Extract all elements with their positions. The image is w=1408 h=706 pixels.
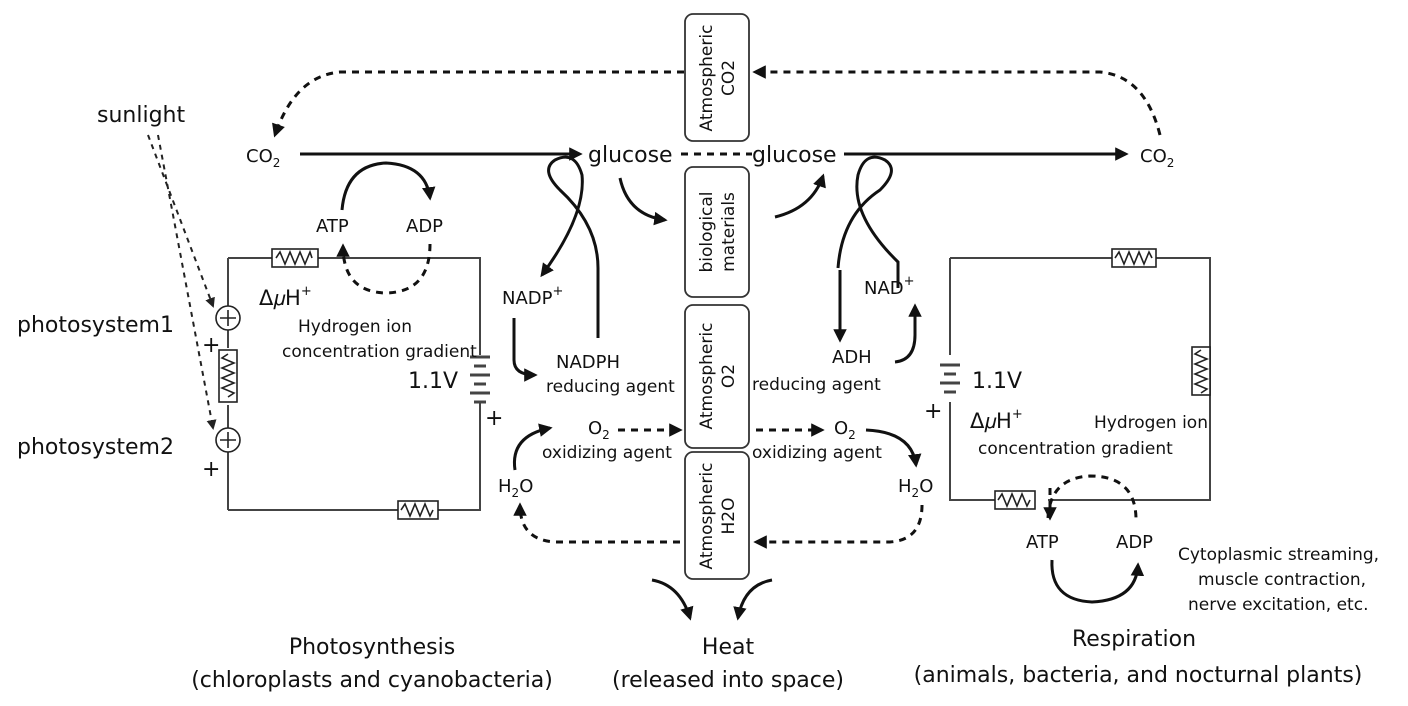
oxidizing-agent-left: oxidizing agent <box>542 443 672 463</box>
hydrogen-gradient-left-line2: concentration gradient <box>282 342 477 362</box>
atmospheric-co2-box: Atmospheric CO2 <box>684 13 750 142</box>
svg-text:Atmospheric: Atmospheric <box>697 463 717 570</box>
atp-to-adp-arrow-left <box>340 161 436 211</box>
photosynthesis-subcaption: (chloroplasts and cyanobacteria) <box>191 668 553 693</box>
nadp-loop-arrow <box>540 155 600 338</box>
svg-text:biological: biological <box>697 191 717 272</box>
hydrogen-gradient-right-line1: Hydrogen ion <box>1094 413 1208 433</box>
plus-battery-left: + <box>485 406 503 431</box>
svg-text:CO2: CO2 <box>719 60 739 96</box>
delta-muh-left: Δ𝜇H+ <box>259 284 312 310</box>
heat-caption: Heat <box>702 635 755 660</box>
co2-right-label: CO2 <box>1140 146 1174 170</box>
nadph-label: NADPH <box>556 352 620 373</box>
cytoplasmic-line3: nerve excitation, etc. <box>1188 595 1368 615</box>
respiration-circuit <box>940 248 1211 510</box>
photosystem1-label: photosystem1 <box>17 313 174 338</box>
reducing-agent-left: reducing agent <box>546 377 675 397</box>
h2o-left-label: H2O <box>498 476 533 500</box>
respiration-caption: Respiration <box>1072 627 1196 652</box>
atp-left-label: ATP <box>316 216 349 237</box>
atmospheric-o2-box: Atmospheric O2 <box>684 304 750 449</box>
adp-to-atp-dashed-left <box>336 243 432 295</box>
respiration-subcaption: (animals, bacteria, and nocturnal plants… <box>914 663 1363 688</box>
atmospheric-h2o-box: Atmospheric H2O <box>684 451 750 580</box>
photosynthesis-caption: Photosynthesis <box>289 635 455 660</box>
sunlight-label: sunlight <box>97 103 185 128</box>
nad-plus-label: NAD+ <box>864 274 915 299</box>
nadp-plus-label: NADP+ <box>502 284 563 309</box>
cytoplasmic-line1: Cytoplasmic streaming, <box>1178 545 1379 565</box>
voltage-right: 1.1V <box>972 369 1022 394</box>
o2-to-h2o-arrow <box>865 428 922 468</box>
sunlight-ray-2 <box>157 134 217 430</box>
hydrogen-gradient-right-line2: concentration gradient <box>978 439 1173 459</box>
plus-ps1: + <box>202 333 220 358</box>
hydrogen-gradient-left-line1: Hydrogen ion <box>298 317 412 337</box>
co2-left-label: CO2 <box>246 146 280 170</box>
cytoplasmic-line2: muscle contraction, <box>1198 570 1366 590</box>
oxidizing-agent-right: oxidizing agent <box>752 443 882 463</box>
o2-right-label: O2 <box>834 418 856 442</box>
delta-muh-right: Δ𝜇H+ <box>970 407 1023 433</box>
co2-return-arrow-right <box>752 65 1162 136</box>
plus-battery-right: + <box>924 399 942 424</box>
svg-text:materials: materials <box>719 192 739 272</box>
heat-arrow-right <box>733 578 773 621</box>
adp-right-label: ADP <box>1116 532 1153 553</box>
atmosphere-to-h2o-left-dashed <box>513 502 680 544</box>
biological-materials-box: biological materials <box>684 166 750 298</box>
glucose-left-label: glucose <box>588 143 673 168</box>
biomaterials-to-glucose-arrow <box>774 173 826 219</box>
nadh-to-nad-arrow <box>894 303 922 364</box>
svg-text:Atmospheric: Atmospheric <box>697 25 717 132</box>
atp-right-label: ATP <box>1026 532 1059 553</box>
adp-left-label: ADP <box>406 216 443 237</box>
reducing-agent-right: reducing agent <box>752 375 881 395</box>
o2-left-label: O2 <box>588 418 610 442</box>
nadp-to-nadph-arrow <box>512 318 538 382</box>
nadh-label: ADH <box>832 347 872 368</box>
h2o-to-atmosphere-dashed <box>753 504 924 549</box>
svg-text:O2: O2 <box>719 364 739 388</box>
co2-return-arrow-left <box>272 70 684 138</box>
atp-to-adp-arrow-right <box>1050 559 1145 604</box>
plus-ps2: + <box>202 457 220 482</box>
svg-text:Atmospheric: Atmospheric <box>697 323 717 430</box>
nad-loop-arrow <box>836 155 900 288</box>
photosystem2-label: photosystem2 <box>17 435 174 460</box>
heat-subcaption: (released into space) <box>612 668 844 693</box>
svg-text:H2O: H2O <box>719 498 739 535</box>
sunlight-ray-1 <box>147 134 215 308</box>
voltage-left: 1.1V <box>408 369 458 394</box>
h2o-to-o2-arrow <box>512 423 553 471</box>
photosynthesis-circuit <box>215 248 490 520</box>
heat-arrow-left <box>651 578 694 621</box>
glucose-to-biomaterials-arrow <box>618 177 668 226</box>
h2o-right-label: H2O <box>898 476 933 500</box>
glucose-right-label: glucose <box>752 143 837 168</box>
atp-to-adp-dashed-right <box>1046 474 1138 519</box>
